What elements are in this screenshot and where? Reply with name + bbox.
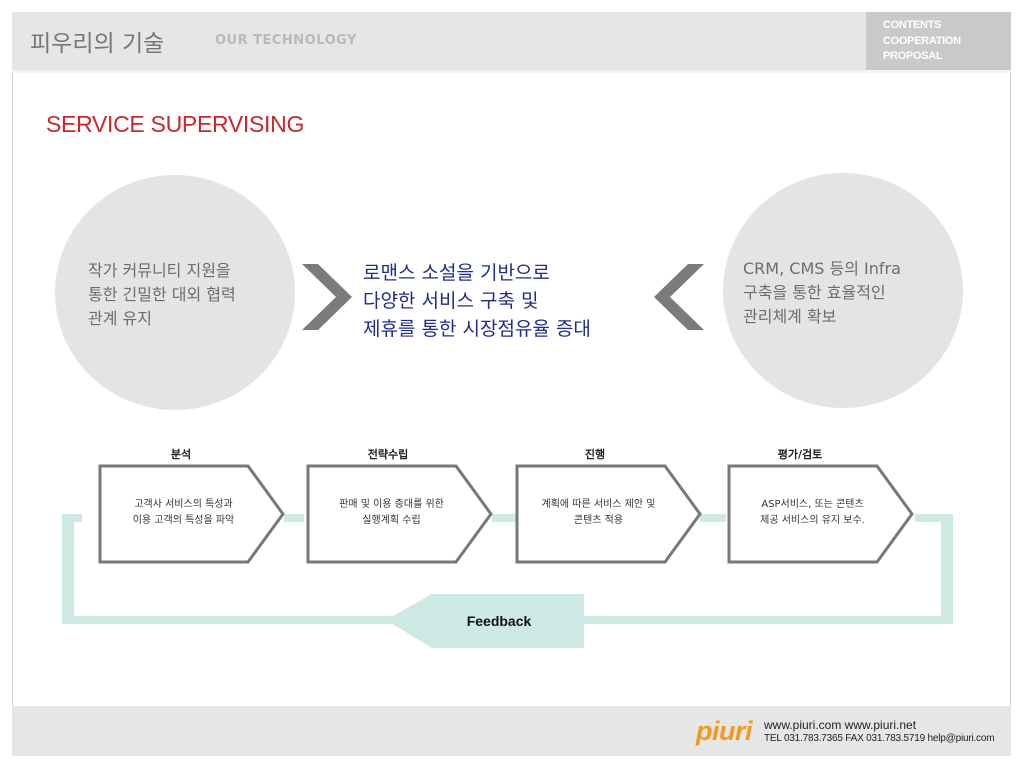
stage-text-line: ASP서비스, 또는 콘텐츠 [761, 499, 864, 510]
footer-contact: TEL 031.783.7365 FAX 031.783.5719 help@p… [764, 733, 995, 744]
chevron-left-icon [654, 264, 704, 330]
stage-text-line: 이용 고객의 특성을 파악 [132, 515, 235, 526]
stage-text-line: 계획에 따른 서비스 제안 및 [541, 499, 656, 510]
stage-text-line: 콘텐츠 적용 [573, 515, 624, 526]
left-circle-line: 통한 긴밀한 대외 협력 [88, 285, 236, 304]
right-circle-line: CRM, CMS 등의 Infra [743, 259, 901, 278]
stage-text-line: 고객사 서비스의 특성과 [134, 499, 233, 510]
process-box-progress [515, 464, 702, 564]
stage-text-line: 판매 및 이용 증대를 위한 [339, 499, 444, 510]
stage-text-line: 제공 서비스의 유지 보수. [760, 515, 865, 526]
center-statement: 로맨스 소설을 기반으로 다양한 서비스 구축 및 제휴를 통한 시장점유율 증… [363, 259, 591, 343]
stage-text-progress: 계획에 따른 서비스 제안 및 콘텐츠 적용 [511, 497, 686, 529]
stage-text-line: 실행계획 수립 [362, 515, 421, 526]
process-box-strategy [306, 464, 493, 564]
stage-label-progress: 진행 [584, 448, 606, 461]
left-circle-text: 작가 커뮤니티 지원을 통한 긴밀한 대외 협력 관계 유지 [88, 259, 236, 331]
center-line: 로맨스 소설을 기반으로 [363, 262, 550, 284]
stage-text-review: ASP서비스, 또는 콘텐츠 제공 서비스의 유지 보수. [725, 497, 900, 529]
right-circle-line: 구축을 통한 효율적인 [743, 283, 886, 302]
stage-text-strategy: 판매 및 이용 증대를 위한 실행계획 수립 [304, 497, 479, 529]
left-circle [55, 175, 295, 410]
stage-text-analysis: 고객사 서비스의 특성과 이용 고객의 특성을 파악 [96, 497, 271, 529]
right-circle-text: CRM, CMS 등의 Infra 구축을 통한 효율적인 관리체계 확보 [743, 257, 901, 329]
menu-item-cooperation[interactable]: COOPERATION [883, 35, 961, 47]
section-title: SERVICE SUPERVISING [46, 111, 305, 137]
header-bar [12, 12, 1011, 70]
right-circle [723, 173, 963, 408]
center-line: 다양한 서비스 구축 및 [363, 290, 539, 312]
feedback-loop [62, 514, 953, 624]
chevron-right-icon [302, 264, 352, 330]
header-subtitle: OUR TECHNOLOGY [215, 33, 357, 48]
stage-label-strategy: 전략수립 [367, 448, 409, 461]
piuri-logo: piuri [696, 716, 753, 746]
menu-box [866, 12, 1011, 70]
feedback-label: Feedback [466, 613, 532, 629]
left-circle-line: 작가 커뮤니티 지원을 [88, 261, 231, 280]
process-box-analysis [98, 464, 285, 564]
feedback-arrow [386, 594, 584, 648]
header-divider [12, 70, 1011, 73]
left-circle-line: 관계 유지 [88, 309, 152, 328]
stage-label-review: 평가/검토 [777, 448, 823, 461]
menu-item-contents[interactable]: CONTENTS [883, 19, 942, 31]
footer-websites[interactable]: www.piuri.com www.piuri.net [764, 718, 917, 732]
right-circle-line: 관리체계 확보 [743, 307, 837, 326]
center-line: 제휴를 통한 시장점유율 증대 [363, 318, 591, 340]
footer-bar [12, 706, 1011, 756]
stage-label-analysis: 분석 [170, 448, 192, 461]
menu-item-proposal[interactable]: PROPOSAL [883, 50, 943, 62]
process-box-review [727, 464, 914, 564]
header-title: 피우리의 기술 [30, 31, 165, 57]
process-boxes [98, 464, 914, 564]
